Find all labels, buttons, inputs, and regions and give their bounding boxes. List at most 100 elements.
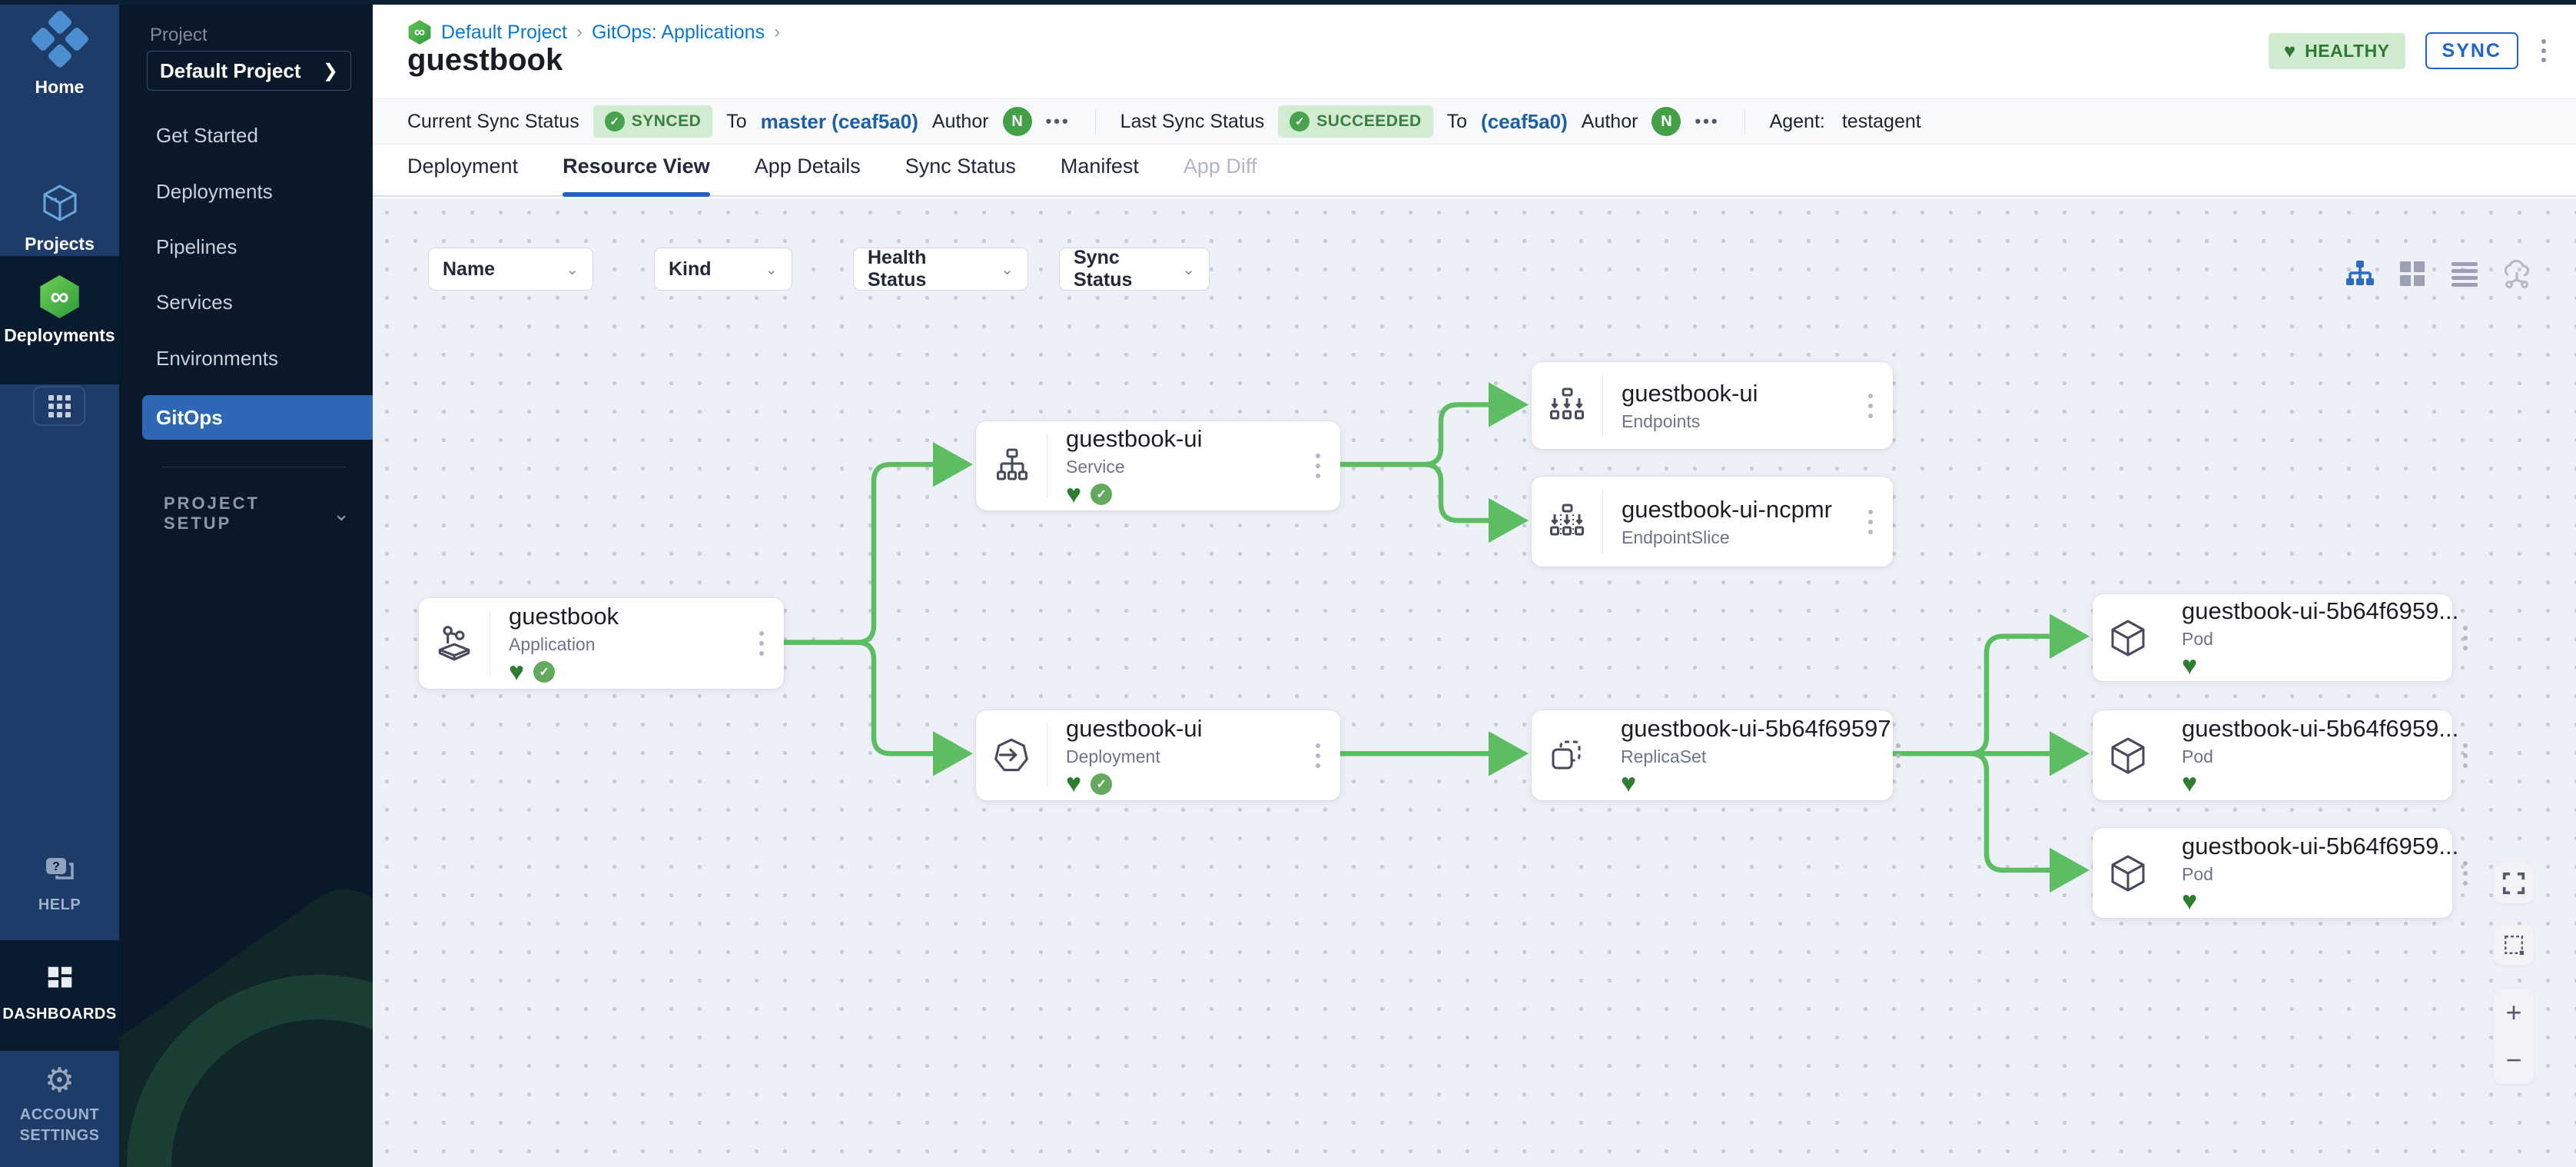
nav-item-get-started[interactable]: Get Started bbox=[156, 123, 258, 147]
filter-name-dropdown[interactable]: Name⌄ bbox=[428, 248, 593, 291]
tab-bar: Deployment Resource View App Details Syn… bbox=[373, 145, 2576, 197]
fit-view-button[interactable] bbox=[2494, 863, 2534, 903]
breadcrumb-link-project[interactable]: Default Project bbox=[441, 21, 567, 43]
pod-icon bbox=[2093, 736, 2163, 776]
tab-app-details[interactable]: App Details bbox=[754, 155, 861, 178]
endpointslice-icon bbox=[1532, 502, 1602, 542]
author-avatar: N bbox=[1651, 107, 1681, 136]
module-selector-button[interactable] bbox=[33, 386, 85, 426]
resource-name: guestbook-ui-ncpmr bbox=[1622, 495, 1832, 523]
dashboards-module-block bbox=[0, 940, 119, 1051]
tree-view-icon[interactable] bbox=[2343, 257, 2377, 291]
harness-logo-icon bbox=[28, 8, 91, 72]
project-selector[interactable]: Default Project ❯ bbox=[147, 51, 351, 91]
tab-manifest[interactable]: Manifest bbox=[1060, 155, 1139, 178]
sidebar-item-dashboards[interactable]: DASHBOARDS bbox=[0, 963, 119, 1023]
endpoints-icon bbox=[1532, 386, 1602, 426]
app-menu-kebab[interactable] bbox=[2538, 36, 2549, 65]
sidebar-item-label: Deployments bbox=[4, 325, 115, 345]
resource-name: guestbook-ui-5b64f6959... bbox=[2182, 832, 2459, 859]
synced-check-icon: ✓ bbox=[1090, 773, 1113, 795]
chevron-down-icon: ⌄ bbox=[566, 261, 579, 278]
healthy-heart-icon: ♥ bbox=[1066, 769, 1082, 799]
resource-name: guestbook bbox=[509, 603, 619, 630]
node-pod-2[interactable]: guestbook-ui-5b64f6959... Pod ♥ bbox=[2093, 710, 2468, 800]
node-endpointslice[interactable]: guestbook-ui-ncpmr EndpointSlice bbox=[1532, 477, 1893, 567]
project-setup-toggle[interactable]: PROJECT SETUP ⌄ bbox=[164, 494, 350, 533]
node-menu-kebab[interactable] bbox=[1311, 739, 1325, 773]
list-view-icon[interactable] bbox=[2448, 257, 2481, 291]
sidebar-item-help[interactable]: ? HELP bbox=[0, 855, 119, 914]
filter-health-status-dropdown[interactable]: Health Status⌄ bbox=[853, 247, 1028, 291]
node-menu-kebab[interactable] bbox=[1311, 449, 1325, 483]
sync-button[interactable]: SYNC bbox=[2425, 32, 2518, 69]
resource-name: guestbook-ui bbox=[1066, 714, 1203, 742]
sidebar-item-home[interactable]: Home bbox=[0, 8, 119, 98]
network-view-icon[interactable] bbox=[2500, 257, 2534, 291]
zoom-in-button[interactable]: + bbox=[2505, 996, 2522, 1028]
node-menu-kebab[interactable] bbox=[1864, 505, 1877, 539]
edge-app-service bbox=[781, 441, 973, 645]
node-menu-kebab[interactable] bbox=[1864, 389, 1877, 423]
divider bbox=[1744, 108, 1745, 135]
node-menu-kebab[interactable] bbox=[2458, 856, 2472, 890]
node-menu-kebab[interactable] bbox=[1891, 739, 1905, 773]
filter-kind-dropdown[interactable]: Kind⌄ bbox=[654, 248, 792, 291]
nav-item-deployments[interactable]: Deployments bbox=[156, 179, 273, 203]
to-label: To bbox=[1446, 110, 1468, 132]
fullscreen-icon bbox=[2502, 872, 2525, 895]
nav-item-gitops-active[interactable]: GitOps bbox=[142, 395, 373, 440]
resource-name: guestbook-ui-5b64f6959... bbox=[2182, 714, 2459, 742]
filter-sync-status-dropdown[interactable]: Sync Status⌄ bbox=[1059, 247, 1210, 291]
node-pod-1[interactable]: guestbook-ui-5b64f6959... Pod ♥ bbox=[2093, 594, 2468, 681]
node-application[interactable]: guestbook Application ♥ ✓ bbox=[419, 598, 784, 689]
sidebar-item-projects[interactable]: Projects bbox=[0, 183, 119, 254]
watermark-ring bbox=[127, 975, 373, 1167]
view-mode-switcher bbox=[2343, 257, 2534, 291]
tab-resource-view[interactable]: Resource View bbox=[563, 155, 710, 197]
commit-ellipsis[interactable]: ••• bbox=[1045, 111, 1071, 131]
edge-replicaset-pod3 bbox=[1890, 751, 2090, 893]
resource-name: guestbook-ui-5b64f6959... bbox=[2182, 597, 2459, 624]
application-icon bbox=[419, 623, 490, 664]
sidebar-item-account-settings[interactable]: ⚙ ACCOUNT SETTINGS bbox=[0, 1064, 119, 1146]
zoom-out-button[interactable]: − bbox=[2505, 1044, 2522, 1076]
node-menu-kebab[interactable] bbox=[755, 627, 768, 660]
gear-icon: ⚙ bbox=[44, 1062, 75, 1099]
project-selector-value: Default Project bbox=[160, 58, 301, 82]
healthy-heart-icon: ♥ bbox=[509, 657, 525, 687]
breadcrumb-link-applications[interactable]: GitOps: Applications bbox=[591, 21, 765, 43]
node-pod-3[interactable]: guestbook-ui-5b64f6959... Pod ♥ bbox=[2093, 828, 2468, 918]
resource-kind: Pod bbox=[2182, 863, 2213, 884]
marquee-select-button[interactable] bbox=[2494, 925, 2534, 965]
pod-icon bbox=[2093, 853, 2163, 893]
tab-sync-status[interactable]: Sync Status bbox=[905, 155, 1016, 178]
check-circle-icon: ✓ bbox=[1290, 111, 1310, 131]
grid-view-icon[interactable] bbox=[2395, 257, 2429, 291]
sidebar-item-label: Home bbox=[35, 77, 85, 97]
breadcrumb-separator: › bbox=[774, 22, 781, 42]
nav-item-environments[interactable]: Environments bbox=[156, 346, 278, 370]
node-menu-kebab[interactable] bbox=[2458, 739, 2472, 773]
node-replicaset[interactable]: guestbook-ui-5b64f69597 ReplicaSet ♥ bbox=[1532, 710, 1900, 800]
healthy-heart-icon: ♥ bbox=[1621, 769, 1637, 799]
help-chat-icon: ? bbox=[45, 858, 74, 879]
chevron-down-icon: ⌄ bbox=[765, 261, 778, 278]
nav-item-services[interactable]: Services bbox=[156, 290, 233, 314]
last-target-link[interactable]: (ceaf5a0) bbox=[1481, 109, 1568, 133]
resource-kind: ReplicaSet bbox=[1621, 746, 1707, 766]
sidebar-item-deployments[interactable]: ∞ Deployments bbox=[0, 275, 119, 346]
current-target-link[interactable]: master (ceaf5a0) bbox=[760, 109, 918, 133]
resource-tree-canvas[interactable]: Name⌄ Kind⌄ Health Status⌄ Sync Status⌄ bbox=[373, 198, 2576, 1167]
node-deployment[interactable]: guestbook-ui Deployment ♥ ✓ bbox=[976, 710, 1340, 800]
nav-item-pipelines[interactable]: Pipelines bbox=[156, 234, 237, 258]
dashboards-icon bbox=[48, 966, 71, 988]
tab-deployment[interactable]: Deployment bbox=[407, 155, 519, 178]
commit-ellipsis[interactable]: ••• bbox=[1695, 111, 1720, 131]
zoom-controls: + − bbox=[2494, 989, 2534, 1084]
node-menu-kebab[interactable] bbox=[2458, 621, 2472, 655]
node-endpoints[interactable]: guestbook-ui Endpoints bbox=[1532, 362, 1893, 449]
node-service[interactable]: guestbook-ui Service ♥ ✓ bbox=[976, 421, 1340, 510]
resource-name: guestbook-ui bbox=[1622, 379, 1758, 407]
last-sync-label: Last Sync Status bbox=[1120, 110, 1265, 132]
